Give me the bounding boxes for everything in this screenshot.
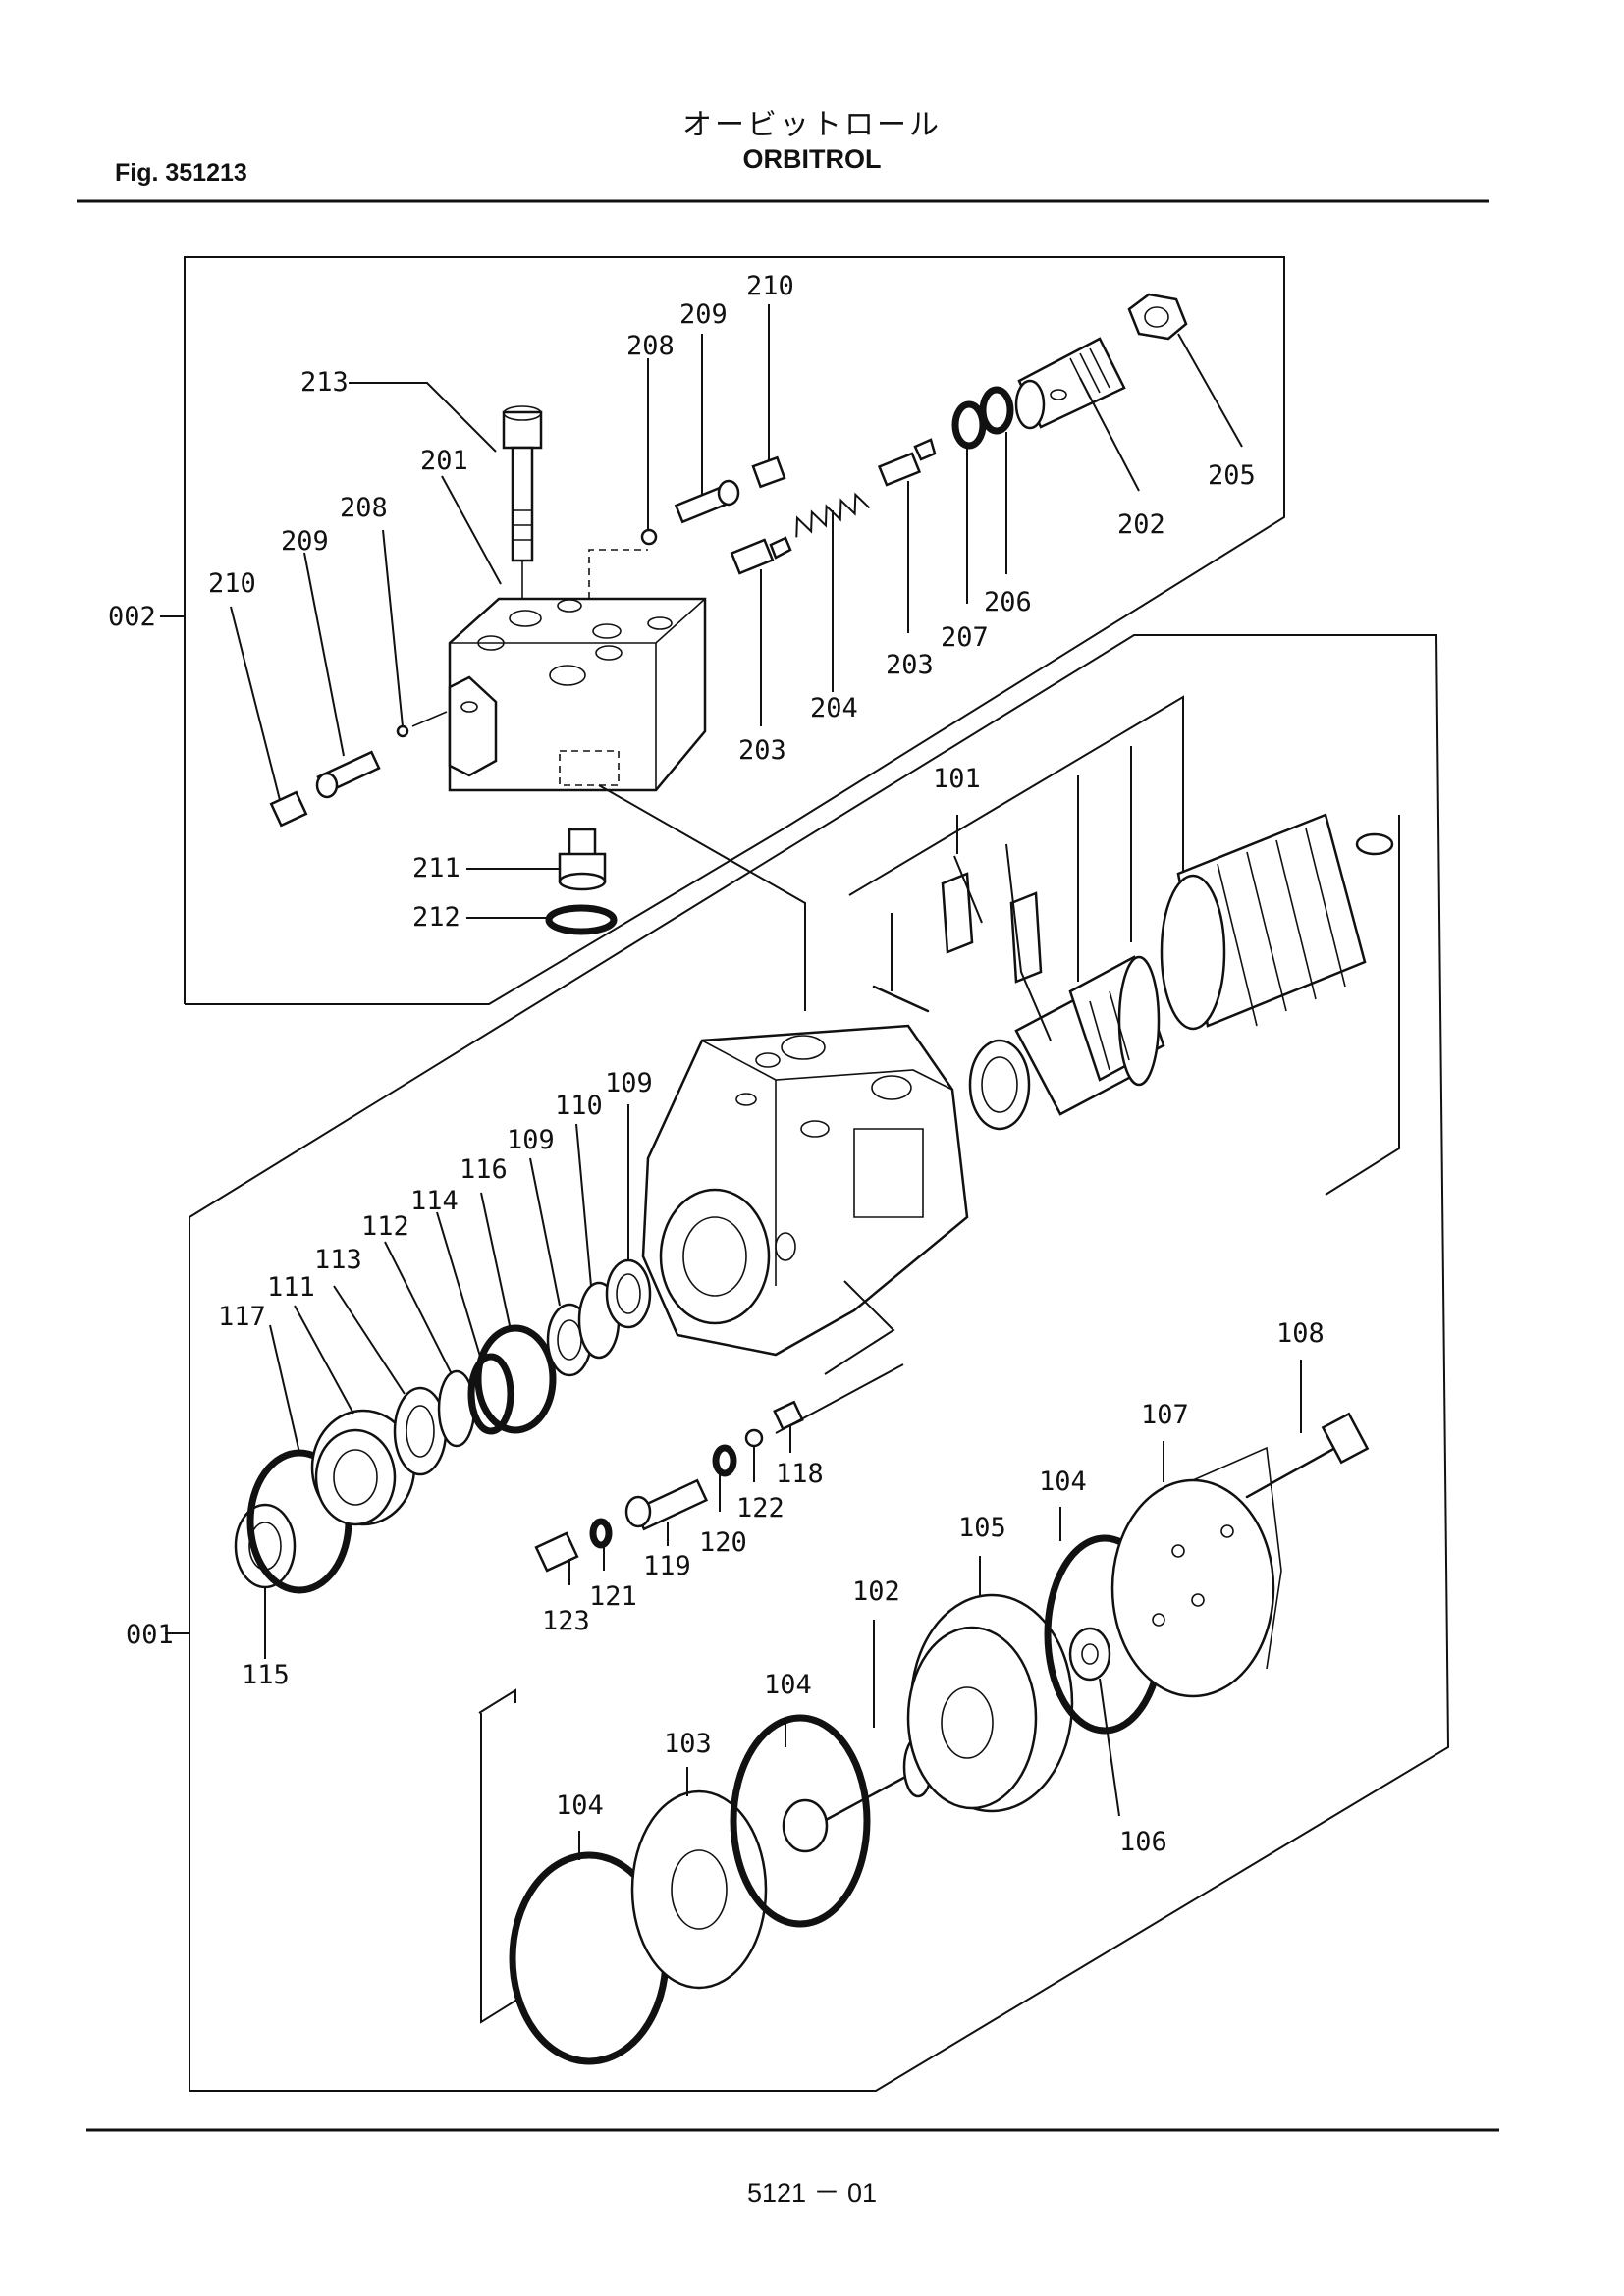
callout-108: 108 xyxy=(1276,1318,1325,1349)
callout-121: 121 xyxy=(589,1581,637,1612)
o-ring-212 xyxy=(545,904,618,935)
callout-104: 104 xyxy=(556,1790,604,1821)
callout-213: 213 xyxy=(300,367,349,398)
o-ring-114 xyxy=(467,1353,514,1435)
plug-210-upper xyxy=(751,455,786,489)
label-assembly-001: 001 xyxy=(126,1620,174,1650)
gerotor-frame xyxy=(478,1688,516,1714)
nut-205 xyxy=(1127,293,1188,341)
callout-102: 102 xyxy=(852,1576,900,1607)
callout-107: 107 xyxy=(1141,1400,1189,1430)
ball-122 xyxy=(744,1428,764,1448)
callout-111: 111 xyxy=(267,1272,315,1303)
callout-122: 122 xyxy=(736,1493,785,1523)
callout-203: 203 xyxy=(886,650,934,680)
callout-203: 203 xyxy=(738,735,786,766)
poppet-203-b xyxy=(877,438,937,487)
bearing-race-109b xyxy=(605,1258,652,1329)
callout-101: 101 xyxy=(933,764,981,794)
o-ring-206 xyxy=(979,386,1014,435)
o-ring-207 xyxy=(951,400,987,450)
callout-208: 208 xyxy=(626,331,675,361)
callout-209: 209 xyxy=(679,299,728,330)
gear-set-105 xyxy=(906,1593,1074,1813)
callout-112: 112 xyxy=(361,1211,409,1242)
spacer-106 xyxy=(1068,1627,1111,1682)
plug-123 xyxy=(534,1531,579,1573)
check-valve-119 xyxy=(624,1478,709,1531)
assembly-001-frame xyxy=(165,634,1450,2092)
o-ring-104-mid xyxy=(730,1714,871,1928)
poppet-203-a xyxy=(730,536,792,575)
callout-114: 114 xyxy=(410,1186,459,1216)
callout-116: 116 xyxy=(460,1154,508,1185)
callout-211: 211 xyxy=(412,853,460,883)
bolt-108 xyxy=(1245,1412,1370,1499)
callout-104: 104 xyxy=(1039,1467,1087,1497)
valve-block-201 xyxy=(448,549,707,792)
o-ring-121 xyxy=(589,1518,613,1549)
ball-208-upper xyxy=(640,528,658,546)
plug-210-left xyxy=(269,790,308,828)
callout-201: 201 xyxy=(420,446,468,476)
valve-housing-link xyxy=(598,784,806,1011)
drive-shaft-102 xyxy=(782,1735,935,1853)
callout-205: 205 xyxy=(1208,460,1256,491)
housing-body xyxy=(641,1024,969,1357)
pin-209-upper xyxy=(674,479,740,524)
callout-118: 118 xyxy=(776,1459,824,1489)
callout-106: 106 xyxy=(1119,1827,1167,1857)
callout-110: 110 xyxy=(555,1091,603,1121)
callout-208: 208 xyxy=(340,493,388,523)
callout-207: 207 xyxy=(941,622,989,653)
gerotor-frame-2 xyxy=(480,1713,521,2024)
bolt-213 xyxy=(502,405,543,599)
gear-set-frame xyxy=(848,695,1184,934)
callout-117: 117 xyxy=(218,1302,266,1332)
callout-119: 119 xyxy=(643,1551,691,1581)
callout-210: 210 xyxy=(208,568,256,599)
callout-105: 105 xyxy=(958,1513,1006,1543)
callout-104: 104 xyxy=(764,1670,812,1700)
callout-109: 109 xyxy=(507,1125,555,1155)
callout-113: 113 xyxy=(314,1245,362,1275)
plug-202 xyxy=(1014,337,1126,430)
end-cap-107 xyxy=(1110,1446,1282,1698)
spool-101 xyxy=(968,955,1165,1131)
callout-209: 209 xyxy=(281,526,329,557)
callout-103: 103 xyxy=(664,1729,712,1759)
plate-103 xyxy=(630,1789,768,1990)
cross-pin-101 xyxy=(872,985,930,1013)
page-title: ORBITROL xyxy=(742,144,882,174)
callout-115: 115 xyxy=(242,1660,290,1690)
check-valve-211 xyxy=(558,828,607,891)
callout-212: 212 xyxy=(412,902,460,933)
callout-120: 120 xyxy=(699,1527,747,1558)
callout-204: 204 xyxy=(810,693,858,723)
ball-208-left xyxy=(396,724,409,738)
sleeve-101 xyxy=(1160,813,1394,1031)
leader-lines xyxy=(230,304,1302,1860)
label-assembly-002: 002 xyxy=(108,602,156,632)
callout-202: 202 xyxy=(1117,509,1165,540)
assembly-002-frame xyxy=(160,256,1285,1005)
callout-210: 210 xyxy=(746,271,794,301)
pin-209-left xyxy=(315,750,381,799)
figure-number: Fig. 351213 xyxy=(115,159,247,187)
housing-callout-line xyxy=(824,1280,895,1375)
seat-118 xyxy=(773,1400,804,1431)
page-title-japanese: オービットロール xyxy=(682,108,942,142)
o-ring-116 xyxy=(474,1324,557,1434)
spring-204 xyxy=(795,492,871,538)
callout-labels: 002 001 213 201 208 209 210 208 209 210 … xyxy=(108,271,1325,1857)
callout-123: 123 xyxy=(542,1606,590,1636)
o-ring-120 xyxy=(712,1444,737,1477)
centering-springs-101 xyxy=(941,872,1043,984)
gear-set-frame-2 xyxy=(1325,815,1400,1196)
callout-206: 206 xyxy=(984,587,1032,617)
page-number: 5121 － 01 xyxy=(746,2178,878,2208)
callout-109: 109 xyxy=(605,1068,653,1098)
